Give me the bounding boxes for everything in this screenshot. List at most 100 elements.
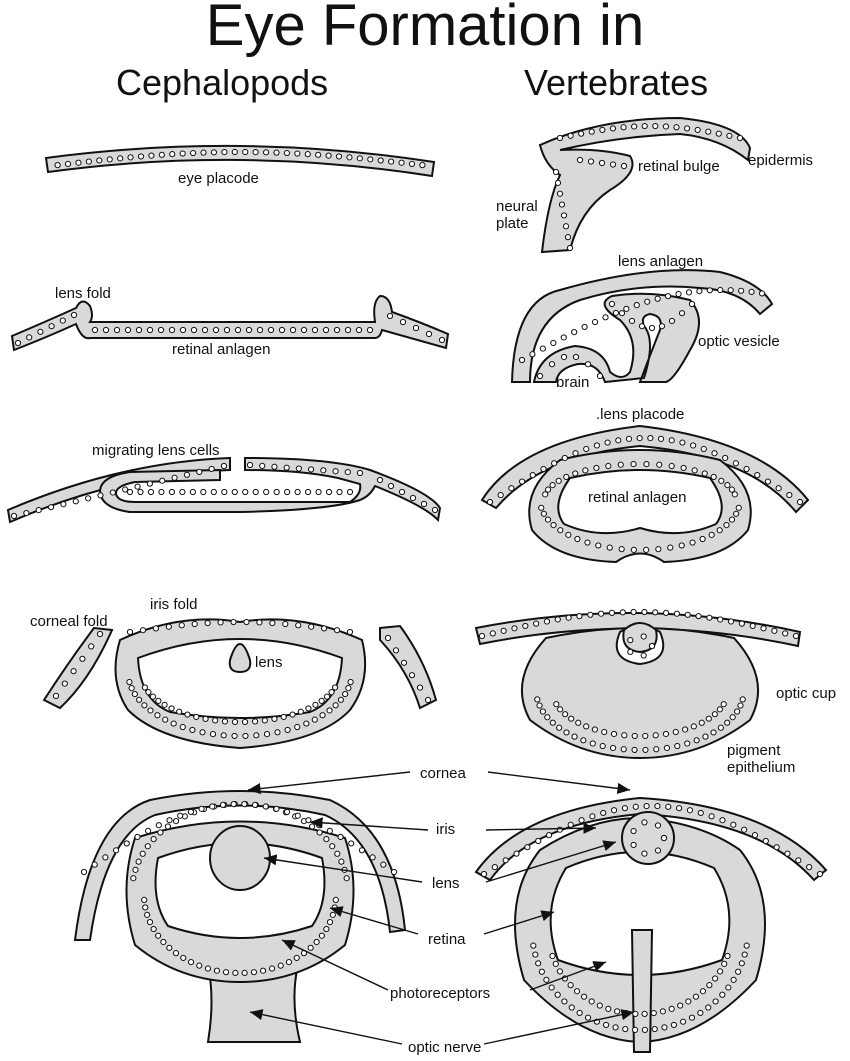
cell-nucleus: [329, 911, 336, 918]
label-eye-placode: eye placode: [178, 170, 259, 187]
cell-nucleus: [438, 336, 446, 344]
cell-nucleus: [88, 643, 95, 650]
cell-nucleus: [725, 984, 732, 991]
cell-nucleus: [572, 353, 580, 361]
cell-nucleus: [587, 158, 595, 165]
cell-nucleus: [668, 317, 676, 325]
cell-nucleus: [400, 659, 408, 666]
cell-nucleus: [355, 326, 363, 334]
cell-nucleus: [581, 323, 588, 331]
cell-nucleus: [184, 711, 191, 718]
cell-nucleus: [727, 287, 734, 294]
cell-nucleus: [717, 616, 724, 623]
cell-nucleus: [562, 223, 570, 230]
cell-nucleus: [408, 672, 416, 679]
cell-nucleus: [557, 527, 564, 534]
cell-nucleus: [636, 434, 643, 442]
cell-nucleus: [91, 326, 99, 334]
cell-nucleus: [721, 960, 728, 967]
cell-nucleus: [696, 288, 703, 295]
cell-nucleus: [284, 726, 291, 734]
cell-nucleus: [564, 234, 572, 241]
cell-nucleus: [724, 719, 731, 726]
cell-nucleus: [738, 287, 745, 294]
cell-nucleus: [70, 311, 78, 319]
label-iris-fold: iris fold: [150, 596, 198, 613]
cell-nucleus: [652, 609, 659, 616]
cell-nucleus: [730, 821, 737, 828]
cell-nucleus: [576, 613, 583, 620]
cell-nucleus: [308, 466, 315, 473]
cell-nucleus: [326, 827, 333, 834]
cell-nucleus: [513, 850, 520, 857]
cell-nucleus: [137, 153, 145, 160]
cell-nucleus: [563, 729, 570, 736]
cell-nucleus: [135, 858, 142, 865]
cell-nucleus: [157, 829, 164, 836]
cell-nucleus: [538, 968, 545, 975]
cell-nucleus: [356, 155, 363, 162]
cell-nucleus: [193, 713, 200, 721]
cell-nucleus: [416, 684, 424, 691]
label-retinal-bulge: retinal bulge: [638, 158, 720, 175]
cell-nucleus: [420, 500, 428, 508]
cell-nucleus: [679, 1018, 687, 1025]
cell-nucleus: [295, 622, 302, 629]
cell-nucleus: [150, 925, 157, 933]
cell-nucleus: [556, 826, 563, 833]
cell-nucleus: [710, 473, 717, 481]
cell-nucleus: [605, 462, 612, 470]
cell-nucleus: [60, 501, 67, 508]
cell-nucleus: [294, 150, 301, 157]
label-neural-plate: neural plate: [496, 198, 538, 232]
cell-nucleus: [644, 298, 651, 305]
label-lens-anlagen: lens anlagen: [618, 253, 704, 270]
cell-nucleus: [588, 998, 595, 1005]
cell-nucleus: [179, 488, 186, 496]
cell-nucleus: [668, 1005, 675, 1012]
cell-nucleus: [316, 829, 323, 836]
cell-nucleus: [593, 464, 600, 472]
cell-nucleus: [112, 847, 120, 854]
cell-nucleus: [358, 847, 366, 854]
cell-nucleus: [260, 967, 267, 974]
cell-nucleus: [641, 1026, 649, 1033]
cell-nucleus: [604, 439, 611, 446]
cell-nucleus: [627, 637, 634, 644]
cell-nucleus: [691, 467, 698, 474]
cell-nucleus: [678, 310, 686, 317]
cell-nucleus: [743, 942, 750, 949]
cell-nucleus: [64, 160, 72, 168]
diagram-title: Eye Formation in: [205, 0, 645, 58]
label-brain: brain: [556, 374, 590, 391]
cell-nucleus: [711, 450, 718, 457]
cell-nucleus: [716, 527, 723, 534]
cell-nucleus: [305, 705, 312, 712]
cell-nucleus: [231, 718, 239, 726]
cell-nucleus: [309, 823, 316, 830]
cell-nucleus: [524, 844, 531, 851]
cell-nucleus: [10, 512, 18, 520]
cell-nucleus: [293, 954, 300, 962]
cell-nucleus: [190, 326, 198, 334]
cell-nucleus: [596, 1002, 603, 1009]
cell-nucleus: [654, 847, 662, 854]
cell-nucleus: [54, 162, 61, 169]
cell-nucleus: [609, 125, 617, 132]
cell-nucleus: [338, 858, 345, 865]
cell-nucleus: [85, 158, 92, 165]
cell-nucleus: [762, 837, 769, 845]
cell-nucleus: [37, 328, 44, 335]
cell-nucleus: [246, 461, 254, 469]
cell-nucleus: [346, 154, 353, 161]
cell-nucleus: [540, 510, 547, 517]
cell-nucleus: [722, 454, 729, 462]
cell-nucleus: [315, 488, 322, 496]
column-title-vertebrates: Vertebrates: [524, 62, 709, 103]
cell-nucleus: [720, 701, 727, 708]
cell-nucleus: [251, 801, 259, 808]
cell-nucleus: [697, 1009, 704, 1017]
cell-nucleus: [508, 485, 515, 492]
cell-nucleus: [263, 731, 271, 738]
cell-nucleus: [431, 506, 439, 514]
